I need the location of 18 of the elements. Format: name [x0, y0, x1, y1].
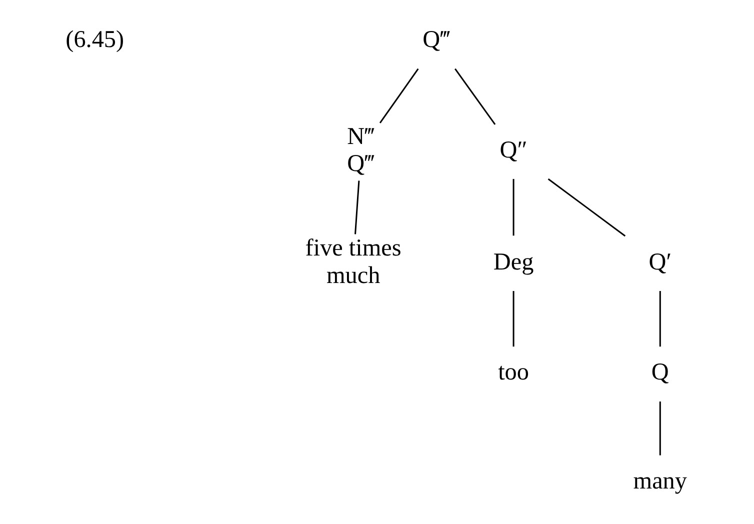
- connector: [658, 291, 660, 347]
- connector: [547, 178, 626, 237]
- node-text: Q″: [499, 136, 527, 164]
- connector: [354, 180, 360, 234]
- connector: [658, 402, 660, 456]
- node-text: Q: [650, 358, 668, 386]
- connector: [512, 291, 514, 347]
- node-text: many: [632, 467, 686, 494]
- node-text: N‴ Q‴: [346, 122, 374, 178]
- connector: [512, 178, 514, 236]
- node-text: Deg: [492, 248, 534, 276]
- node-text: Q‴: [422, 26, 450, 54]
- connector: [378, 68, 418, 124]
- node-text: Q′: [648, 248, 672, 276]
- node-text: five times much: [304, 234, 401, 289]
- label: (6.45): [65, 26, 124, 54]
- connector: [454, 68, 496, 125]
- node-text: too: [498, 358, 528, 386]
